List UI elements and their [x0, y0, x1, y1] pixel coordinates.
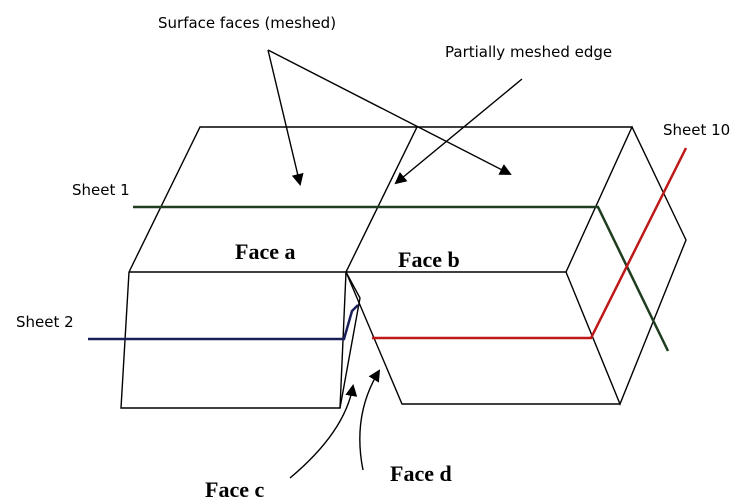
label-sheet-2: Sheet 2	[16, 313, 74, 331]
face-c-outline	[339, 271, 361, 409]
sheet-1-line	[133, 205, 670, 352]
label-face-a: Face a	[235, 239, 295, 264]
arrow-surface-to-face-b	[267, 49, 512, 175]
label-sheet-1: Sheet 1	[72, 181, 130, 199]
left-block-outline	[120, 126, 419, 409]
arrow-face-c	[289, 384, 358, 479]
label-sheet-10: Sheet 10	[663, 121, 730, 139]
label-face-b: Face b	[398, 247, 460, 272]
sheet-2-line	[88, 304, 359, 341]
arrow-partial-edge	[394, 78, 523, 185]
label-partial-edge: Partially meshed edge	[445, 43, 612, 61]
arrow-face-d	[359, 369, 381, 471]
label-face-c: Face c	[205, 477, 264, 500]
arrow-surface-to-face-a	[267, 49, 304, 186]
face-b-top-outline	[346, 126, 634, 273]
sheet-10-line	[372, 147, 688, 340]
label-surface-faces: Surface faces (meshed)	[158, 14, 336, 32]
right-front-outline	[345, 271, 620, 405]
label-face-d: Face d	[390, 461, 452, 486]
callout-arrows	[267, 49, 523, 479]
